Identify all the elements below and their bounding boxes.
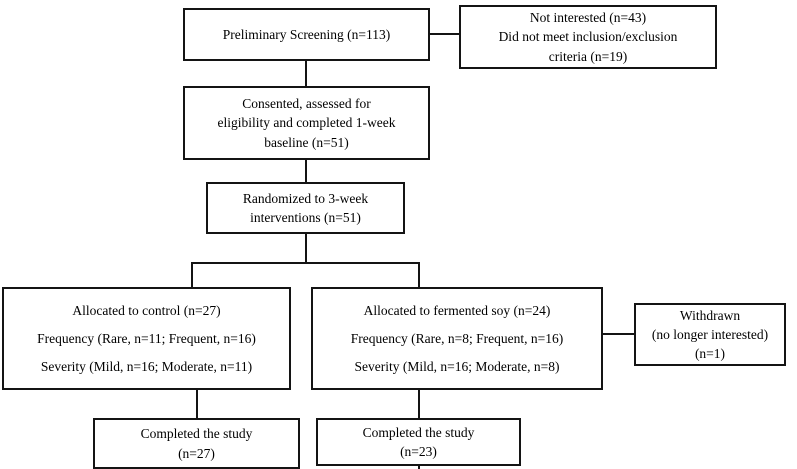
- connector-consented-to-randomized: [305, 159, 307, 183]
- node-line: Severity (Mild, n=16; Moderate, n=8): [354, 359, 560, 375]
- node-line: (n=23): [400, 444, 437, 459]
- connector-soy-to-withdrawn: [602, 333, 635, 335]
- connector-screening-to-excluded: [430, 33, 460, 35]
- node-line: Not interested (n=43): [529, 10, 647, 26]
- node-withdrawn: Withdrawn (no longer interested) (n=1): [634, 303, 786, 366]
- node-line: Frequency (Rare, n=11; Frequent, n=16): [37, 330, 256, 346]
- node-line: Consented, assessed for: [242, 96, 371, 112]
- node-line: baseline (n=51): [264, 134, 349, 150]
- connector-completed-soy-bottom-stub: [418, 466, 420, 469]
- connector-split-left-drop: [191, 262, 193, 288]
- node-line: (no longer interested): [651, 326, 769, 342]
- node-preliminary-screening: Preliminary Screening (n=113): [183, 8, 430, 61]
- node-randomized: Randomized to 3-week interventions (n=51…: [206, 182, 405, 234]
- node-line: Severity (Mild, n=16; Moderate, n=11): [40, 359, 253, 375]
- node-line: Withdrawn: [679, 307, 741, 323]
- connector-randomized-stem: [305, 233, 307, 263]
- node-line: Allocated to control (n=27): [72, 302, 221, 318]
- node-completed-fermented-soy: Completed the study (n=23): [316, 418, 521, 466]
- node-completed-control: Completed the study (n=27): [93, 418, 300, 469]
- node-allocated-fermented-soy: Allocated to fermented soy (n=24) Freque…: [311, 287, 603, 390]
- node-allocated-control: Allocated to control (n=27) Frequency (R…: [2, 287, 291, 390]
- connector-allocation-split-bar: [191, 262, 420, 264]
- node-consented: Consented, assessed for eligibility and …: [183, 86, 430, 160]
- node-line: eligibility and completed 1-week: [217, 115, 396, 131]
- connector-screening-to-consented: [305, 60, 307, 87]
- connector-soy-to-completed: [418, 389, 420, 419]
- node-line: Randomized to 3-week: [242, 190, 369, 206]
- connector-split-right-drop: [418, 262, 420, 288]
- node-line: (n=1): [694, 346, 726, 362]
- node-line: Allocated to fermented soy (n=24): [363, 302, 551, 318]
- node-line: Did not meet inclusion/exclusion: [498, 29, 678, 45]
- node-line: Frequency (Rare, n=8; Frequent, n=16): [350, 330, 564, 346]
- node-line: criteria (n=19): [548, 48, 628, 64]
- connector-control-to-completed: [196, 389, 198, 419]
- node-line: interventions (n=51): [250, 210, 361, 225]
- node-line: (n=27): [178, 445, 215, 461]
- node-line: Completed the study: [140, 426, 253, 442]
- node-line: Preliminary Screening (n=113): [222, 26, 391, 42]
- node-line: Completed the study: [362, 424, 475, 440]
- node-excluded-top: Not interested (n=43) Did not meet inclu…: [459, 5, 717, 69]
